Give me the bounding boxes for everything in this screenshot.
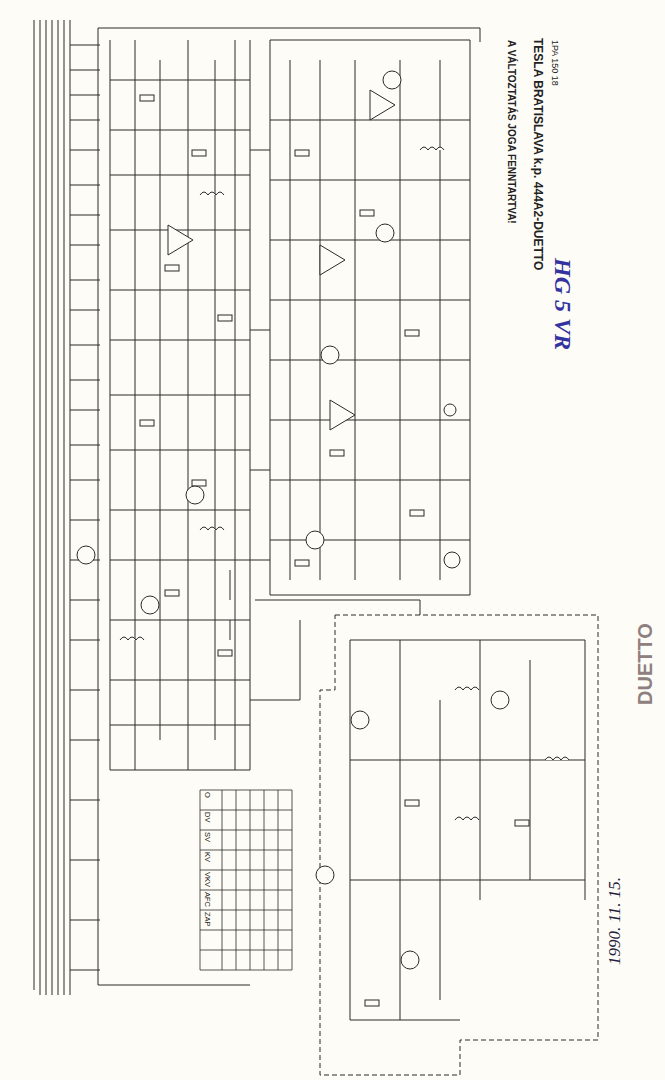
part-number: 1PA 150 18 xyxy=(549,40,559,86)
switch-table xyxy=(200,790,292,970)
table-header: SV xyxy=(203,832,211,842)
table-header: AFC xyxy=(203,892,211,907)
note: A VÁLTOZTATÁS JOGA FENNTARTVA! xyxy=(506,40,517,224)
stamp: DUETTO xyxy=(634,623,656,705)
table-header: O xyxy=(203,792,211,798)
table-header: VKV xyxy=(203,872,211,887)
wiring xyxy=(34,20,480,995)
title: TESLA BRATISLAVA k.p. 444A2-DUETTO xyxy=(531,38,544,270)
table-header: ZAP xyxy=(203,912,211,927)
handwritten-model: HG 5 VR xyxy=(550,258,576,350)
table-header: KV xyxy=(203,852,211,862)
table-header: DV xyxy=(203,812,211,822)
tuner-components xyxy=(316,687,569,1006)
handwritten-date: 1990. 11. 15. xyxy=(606,877,625,965)
tuner-unit xyxy=(320,615,598,1075)
components xyxy=(77,71,460,656)
